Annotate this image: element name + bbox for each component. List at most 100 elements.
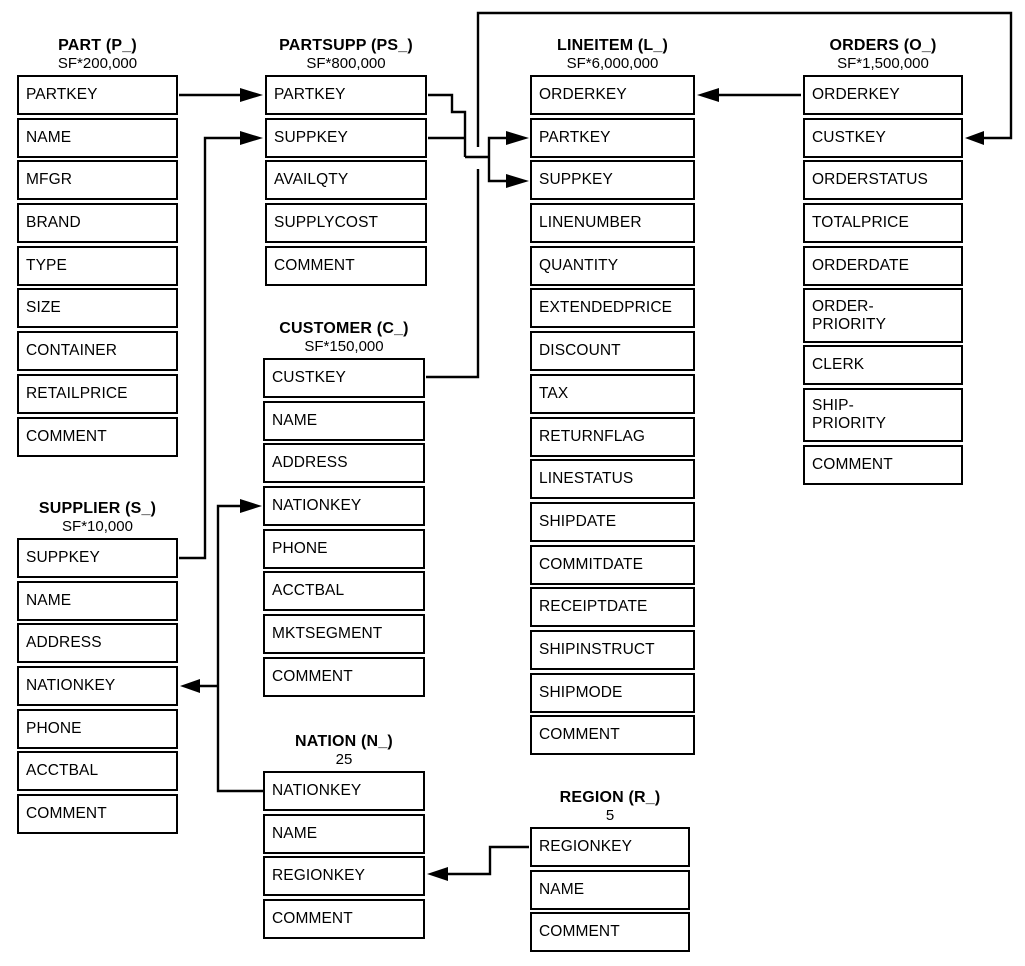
table-region-cardinality: 5 bbox=[605, 807, 615, 824]
lineitem-row-extendedprice: EXTENDEDPRICE bbox=[530, 288, 695, 329]
part-row-partkey: PARTKEY bbox=[17, 75, 178, 115]
orders-row-custkey: CUSTKEY bbox=[803, 117, 963, 158]
lineitem-row-orderkey: ORDERKEY bbox=[530, 75, 695, 115]
lineitem-row-receiptdate: RECEIPTDATE bbox=[530, 587, 695, 628]
table-partsupp-cardinality: SF*800,000 bbox=[306, 55, 386, 72]
arrowhead-partsupp-to-lineitem-partkey bbox=[506, 131, 529, 145]
table-partsupp: PARTSUPP (PS_) SF*800,000 PARTKEY SUPPKE… bbox=[265, 36, 427, 286]
customer-row-mktsegment: MKTSEGMENT bbox=[263, 614, 425, 655]
table-partsupp-title: PARTSUPP (PS_) bbox=[279, 37, 413, 54]
orders-row-orderdate: ORDERDATE bbox=[803, 245, 963, 286]
lineitem-row-linestatus: LINESTATUS bbox=[530, 459, 695, 500]
lineitem-row-partkey: PARTKEY bbox=[530, 117, 695, 158]
table-part-cardinality: SF*200,000 bbox=[57, 55, 138, 72]
customer-row-comment: COMMENT bbox=[263, 656, 425, 697]
table-region: REGION (R_) 5 REGIONKEY NAME COMMENT bbox=[530, 788, 690, 953]
customer-row-acctbal: ACCTBAL bbox=[263, 571, 425, 612]
partsupp-row-suppkey: SUPPKEY bbox=[265, 117, 427, 158]
part-row-retailprice: RETAILPRICE bbox=[17, 373, 178, 414]
nation-row-regionkey: REGIONKEY bbox=[263, 856, 425, 897]
orders-row-totalprice: TOTALPRICE bbox=[803, 203, 963, 244]
table-nation-cardinality: 25 bbox=[335, 751, 353, 768]
customer-row-nationkey: NATIONKEY bbox=[263, 486, 425, 527]
region-row-regionkey: REGIONKEY bbox=[530, 827, 690, 867]
table-orders-box: ORDERKEY CUSTKEY ORDERSTATUS TOTALPRICE … bbox=[803, 75, 963, 486]
nation-row-nationkey: NATIONKEY bbox=[263, 771, 425, 811]
lineitem-row-suppkey: SUPPKEY bbox=[530, 160, 695, 201]
supplier-row-comment: COMMENT bbox=[17, 794, 178, 835]
supplier-row-address: ADDRESS bbox=[17, 623, 178, 664]
part-row-container: CONTAINER bbox=[17, 331, 178, 372]
table-orders-title: ORDERS (O_) bbox=[829, 37, 937, 54]
orders-row-orderstatus: ORDERSTATUS bbox=[803, 160, 963, 201]
table-part-title: PART (P_) bbox=[58, 37, 137, 54]
table-supplier-title: SUPPLIER (S_) bbox=[38, 500, 157, 517]
table-part: PART (P_) SF*200,000 PARTKEY NAME MFGR B… bbox=[17, 36, 178, 457]
region-row-name: NAME bbox=[530, 869, 690, 910]
part-row-brand: BRAND bbox=[17, 203, 178, 244]
part-row-size: SIZE bbox=[17, 288, 178, 329]
edge-nation-to-customer bbox=[216, 504, 263, 793]
table-region-title: REGION (R_) bbox=[559, 789, 661, 806]
edge-partsupp-to-lineitem-suppkey bbox=[487, 157, 506, 183]
lineitem-row-shipdate: SHIPDATE bbox=[530, 501, 695, 542]
edge-partsupp-partkey-stair bbox=[428, 93, 467, 157]
lineitem-row-shipinstruct: SHIPINSTRUCT bbox=[530, 629, 695, 670]
nation-row-comment: COMMENT bbox=[263, 899, 425, 940]
lineitem-row-tax: TAX bbox=[530, 373, 695, 414]
table-customer-box: CUSTKEY NAME ADDRESS NATIONKEY PHONE ACC… bbox=[263, 358, 425, 697]
partsupp-row-supplycost: SUPPLYCOST bbox=[265, 203, 427, 244]
table-orders: ORDERS (O_) SF*1,500,000 ORDERKEY CUSTKE… bbox=[803, 36, 963, 486]
orders-row-shippriority: SHIP- PRIORITY bbox=[803, 388, 963, 443]
partsupp-row-partkey: PARTKEY bbox=[265, 75, 427, 115]
table-supplier: SUPPLIER (S_) SF*10,000 SUPPKEY NAME ADD… bbox=[17, 499, 178, 835]
edge-customer-custkey-riser bbox=[426, 169, 480, 379]
table-orders-cardinality: SF*1,500,000 bbox=[837, 55, 929, 72]
region-row-comment: COMMENT bbox=[530, 912, 690, 953]
table-customer-cardinality: SF*150,000 bbox=[304, 338, 384, 355]
table-region-box: REGIONKEY NAME COMMENT bbox=[530, 827, 690, 953]
edge-supplier-to-partsupp bbox=[179, 136, 240, 560]
orders-row-clerk: CLERK bbox=[803, 345, 963, 386]
table-supplier-cardinality: SF*10,000 bbox=[62, 518, 133, 535]
table-lineitem-box: ORDERKEY PARTKEY SUPPKEY LINENUMBER QUAN… bbox=[530, 75, 695, 756]
edge-region-to-nation bbox=[448, 845, 529, 876]
supplier-row-suppkey: SUPPKEY bbox=[17, 538, 178, 578]
supplier-row-name: NAME bbox=[17, 580, 178, 621]
lineitem-row-returnflag: RETURNFLAG bbox=[530, 416, 695, 457]
supplier-row-phone: PHONE bbox=[17, 708, 178, 749]
customer-row-phone: PHONE bbox=[263, 528, 425, 569]
partsupp-row-comment: COMMENT bbox=[265, 245, 427, 286]
table-supplier-box: SUPPKEY NAME ADDRESS NATIONKEY PHONE ACC… bbox=[17, 538, 178, 835]
orders-row-orderkey: ORDERKEY bbox=[803, 75, 963, 115]
part-row-comment: COMMENT bbox=[17, 416, 178, 457]
table-nation-title: NATION (N_) bbox=[295, 733, 393, 750]
customer-row-name: NAME bbox=[263, 400, 425, 441]
customer-row-address: ADDRESS bbox=[263, 443, 425, 484]
arrowhead-region-to-nation bbox=[427, 867, 448, 881]
arrowhead-nation-to-supplier bbox=[180, 679, 200, 693]
arrowhead-nation-to-customer bbox=[240, 499, 262, 513]
lineitem-row-linenumber: LINENUMBER bbox=[530, 203, 695, 244]
table-customer: CUSTOMER (C_) SF*150,000 CUSTKEY NAME AD… bbox=[263, 319, 425, 697]
part-row-name: NAME bbox=[17, 117, 178, 158]
table-nation-box: NATIONKEY NAME REGIONKEY COMMENT bbox=[263, 771, 425, 940]
arrowhead-part-to-partsupp bbox=[240, 88, 263, 102]
table-lineitem-title: LINEITEM (L_) bbox=[556, 37, 669, 54]
lineitem-row-shipmode: SHIPMODE bbox=[530, 672, 695, 713]
part-row-type: TYPE bbox=[17, 245, 178, 286]
customer-row-custkey: CUSTKEY bbox=[263, 358, 425, 398]
lineitem-row-commitdate: COMMITDATE bbox=[530, 544, 695, 585]
supplier-row-acctbal: ACCTBAL bbox=[17, 751, 178, 792]
lineitem-row-quantity: QUANTITY bbox=[530, 245, 695, 286]
nation-row-name: NAME bbox=[263, 813, 425, 854]
orders-row-comment: COMMENT bbox=[803, 445, 963, 486]
lineitem-row-discount: DISCOUNT bbox=[530, 331, 695, 372]
table-customer-title: CUSTOMER (C_) bbox=[279, 320, 409, 337]
supplier-row-nationkey: NATIONKEY bbox=[17, 666, 178, 707]
edge-partsupp-to-lineitem-partkey bbox=[487, 136, 506, 157]
arrowhead-partsupp-to-lineitem-suppkey bbox=[506, 174, 529, 188]
table-lineitem-cardinality: SF*6,000,000 bbox=[566, 55, 659, 72]
arrowhead-orders-to-lineitem bbox=[697, 88, 719, 102]
